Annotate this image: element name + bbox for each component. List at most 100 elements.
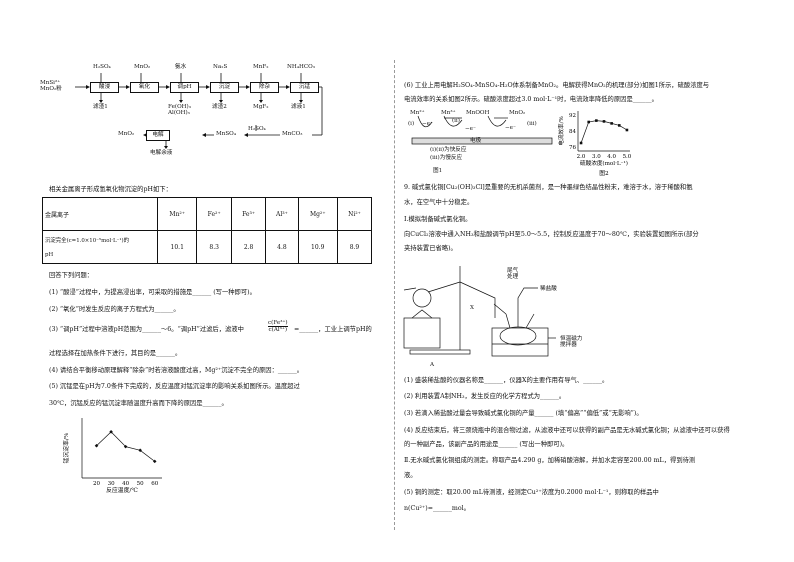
reagent-na2s: Na₂S	[213, 64, 228, 70]
data-point	[602, 120, 606, 123]
x-tick-label: 4.0	[607, 154, 616, 160]
part-ii-title: Ⅱ.无水碱式氯化铜组成的测定。称取产品4.290 g，加稀硝酸溶解，并加水定容至…	[404, 457, 696, 464]
step-adjust-ph: 调pH	[170, 82, 199, 93]
part-ii-cont: 液。	[404, 472, 417, 479]
table-ion-cell: Fe³⁺	[230, 197, 267, 231]
bottom-h2so4: H₂SO₄	[248, 126, 266, 132]
fig1-e2: −e⁻	[465, 126, 476, 132]
fig1-mn2: Mn²⁺	[410, 110, 425, 116]
fig1-mn3: Mn³⁺	[441, 110, 456, 116]
column-divider	[394, 60, 395, 530]
hcl-label: 稀盐酸	[540, 286, 557, 292]
question-9: 9. 碱式氯化铜[Cu₂(OH)₃Cl]是重要的无机杀菌剂，是一种墨绿色结晶性粉…	[404, 184, 693, 191]
part-i-title: Ⅰ.模拟制备碱式氯化铜。	[404, 216, 472, 223]
table-value-cell: 10.1	[156, 230, 198, 264]
mno2-out: MnO₂	[118, 131, 135, 137]
series-line	[580, 120, 628, 144]
fig1-step-iii: (ⅲ)	[527, 121, 537, 127]
x-label: X	[470, 305, 474, 311]
table-value-cell: 2.8	[230, 230, 267, 264]
step-remove-impurity: 除杂	[250, 82, 279, 93]
question-6-part-b: 电流效率的关系如图2所示。硫酸浓度超过3.0 mol·L⁻¹时，电流效率降低的原…	[404, 96, 658, 103]
data-point	[587, 120, 591, 124]
table-value-cell: 4.8	[265, 230, 299, 264]
x-tick-label: 30	[108, 481, 115, 487]
data-point	[109, 430, 113, 434]
y-tick-label: 76	[569, 145, 576, 151]
table-value-cell: 8.9	[336, 230, 373, 264]
y-tick-label: 84	[569, 129, 576, 135]
stirrer-label: 恒温磁力搅拌器	[560, 336, 583, 349]
part-i-text: 向CuCl₂溶液中通入NH₃和盐酸调节pH至5.0～5.5，控制反应温度于70～…	[404, 231, 699, 238]
x-tick-label: 3.0	[592, 154, 601, 160]
answer-title: 回答下列问题：	[49, 272, 94, 279]
question-4: (4) 请结合平衡移动原理解释“除杂”时若溶液酸度过高，Mg²⁺沉淀不完全的原因…	[49, 367, 304, 374]
y-axis-label: 电流效率/%	[557, 116, 565, 146]
table-value-cell: 8.3	[196, 230, 232, 264]
data-point	[579, 141, 583, 145]
question-p1: (1) 盛装稀盐酸的仪器名称是______，仪器X的主要作用有导气、______…	[404, 377, 609, 384]
x-tick-label: 2.0	[577, 154, 586, 160]
reagent-mno2: MnO₂	[134, 64, 151, 70]
residue-2: 滤渣2	[212, 104, 227, 110]
fig1-step-ii: (ⅱ)	[452, 118, 460, 124]
process-flowchart	[75, 73, 323, 149]
question-p3: (3) 若滴入稀盐酸过量会导致碱式氯化铜的产量______ (填“偏高”“偏低”…	[404, 410, 643, 417]
fig1-e1: −e⁻	[422, 121, 433, 127]
x-tick-label: 60	[151, 481, 158, 487]
data-point	[123, 444, 128, 449]
apparatus-diagram	[403, 266, 556, 357]
question-p4-a: (4) 反应结束后，将三颈烧瓶中的混合物过滤，从滤液中还可以获得的副产品是无水碱…	[404, 427, 730, 434]
mnso4-label: MnSO₄	[216, 131, 236, 137]
question-2: (2) “氧化”时发生反应的离子方程式为______。	[49, 306, 180, 313]
fig1-e3: −e⁻	[505, 125, 516, 131]
reagent-nh4hco3: NH₄HCO₃	[287, 64, 316, 70]
data-point	[595, 119, 598, 122]
table-header-cell: 沉淀完全(c=1.0×10⁻⁵mol·L⁻¹)的 pH	[42, 230, 158, 264]
question-5-part-a: (5) 沉锰是在pH为7.0条件下完成的，反应温度对锰沉淀率的影响关系如图所示。…	[49, 383, 300, 390]
table-ion-cell: Mn²⁺	[156, 197, 198, 231]
x-axis-label: 反应温度/℃	[106, 486, 138, 494]
reagent-mnf2: MnF₂	[253, 64, 269, 70]
fig1-note1: (ⅰ)(ⅱ)为快反应	[430, 147, 467, 153]
step-precipitate-mn: 沉锰	[290, 82, 319, 93]
question-3-part-b: =______，工业上调节pH的	[294, 326, 372, 333]
x-tick-label: 50	[137, 481, 144, 487]
figure-1-mechanism	[411, 115, 553, 145]
question-p5-a: (5) 铜的测定：取20.00 mL待测液，经测定Cu²⁺浓度为0.2000 m…	[404, 489, 659, 496]
residue-1: 滤渣1	[93, 104, 108, 110]
filtrate-1: 滤液1	[291, 104, 306, 110]
electrolysis-waste: 电解余液	[150, 150, 173, 156]
question-3-part-a: (3) “调pH”过程中溶液pH范围为______～6。“调pH”过滤后，滤液中	[49, 326, 244, 333]
ph-table: 金属离子 Mn²⁺ Fe²⁺ Fe³⁺ Al³⁺ Mg²⁺ Ni²⁺ 沉淀完全(…	[42, 197, 373, 264]
data-point	[617, 124, 621, 127]
x-tick-label: 40	[122, 481, 129, 487]
question-3-fraction: c(Fe³⁺) c(Al³⁺)	[268, 320, 288, 334]
step-acid-leach: 酸浸	[90, 82, 119, 93]
table-ion-cell: Mg²⁺	[297, 197, 338, 231]
question-9-cont: 水，在空气中十分稳定。	[404, 199, 474, 206]
table-intro: 相关金属离子形成氢氧化物沉淀的pH如下：	[49, 186, 172, 193]
data-point	[625, 128, 629, 132]
table-ion-cell: Ni²⁺	[336, 197, 373, 231]
electrolysis-box: 电解	[146, 130, 170, 141]
y-tick-label: 92	[569, 113, 576, 119]
question-3-part-c: 过程选择在加热条件下进行，其目的是______。	[49, 350, 182, 357]
mn-precipitation-chart: 20 30 40 50 60 反应温度/℃ 锰沉淀率/%	[62, 418, 162, 494]
step-oxidize: 氧化	[130, 82, 159, 93]
fig1-caption: 图1	[433, 168, 443, 174]
fig2-caption: 图2	[599, 169, 609, 177]
question-p4-b: 的一种副产品，该副产品的用途是______ (写出一种即可)。	[404, 441, 569, 448]
data-point	[610, 122, 613, 125]
table-ion-cell: Al³⁺	[265, 197, 299, 231]
table-ion-cell: Fe²⁺	[196, 197, 232, 231]
fig1-mnooh: MnOOH	[466, 110, 490, 116]
y-axis-label: 锰沉淀率/%	[62, 432, 70, 463]
question-1: (1) “酸浸”过程中，为提高浸出率，可采取的措施是______ (写一种即可)…	[49, 289, 256, 296]
question-6-part-a: (6) 工业上用电解H₂SO₄-MnSO₄-H₂O体系制备MnO₂。电解获得Mn…	[404, 82, 710, 89]
fig1-electrode: 电极	[470, 138, 482, 144]
x-tick-label: 20	[93, 481, 100, 487]
reagent-h2so4: H₂SO₄	[93, 64, 111, 70]
step-precipitate: 沉淀	[210, 82, 239, 93]
